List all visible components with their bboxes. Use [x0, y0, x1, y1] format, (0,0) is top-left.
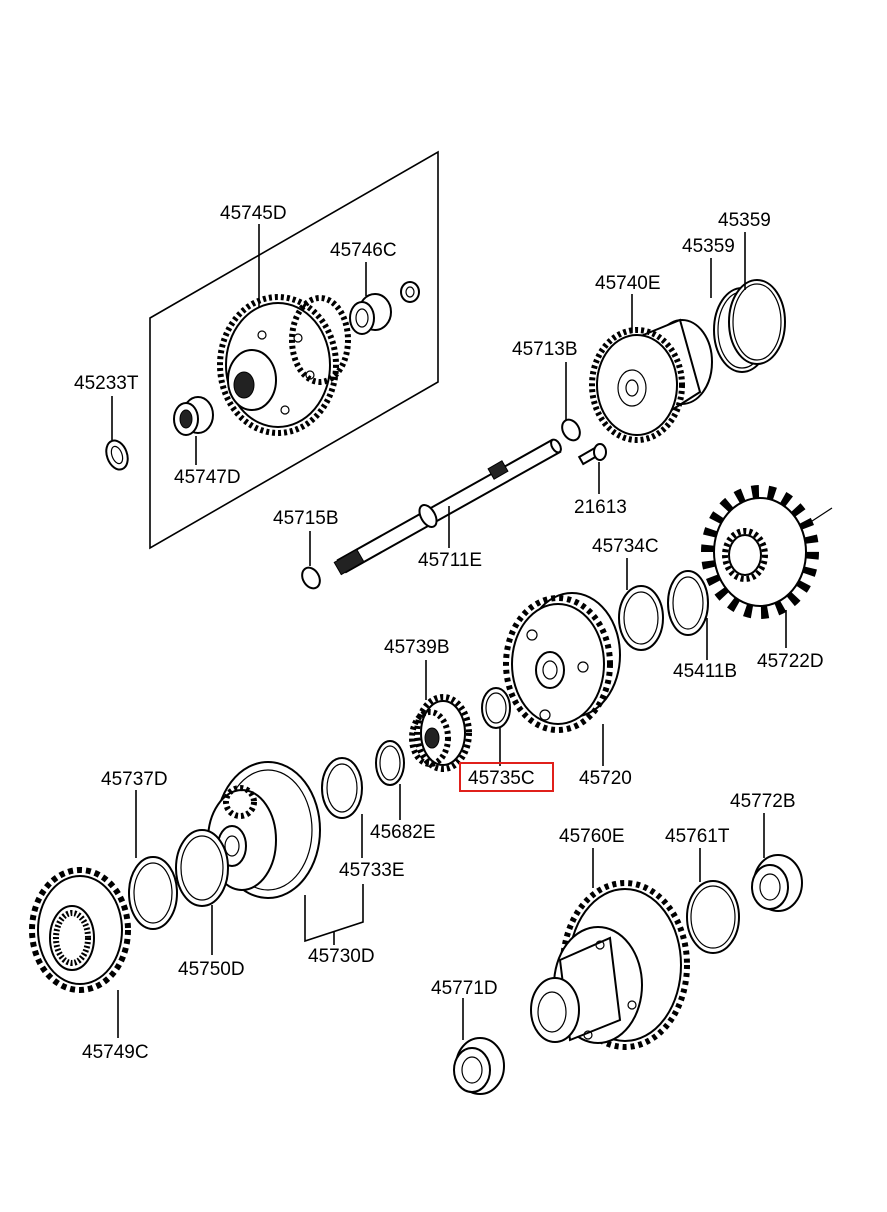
part-45747D-bearing	[173, 396, 214, 436]
part-45771D-seal	[453, 1037, 505, 1095]
label-45750D[interactable]: 45750D	[178, 959, 245, 980]
label-45747D[interactable]: 45747D	[174, 467, 241, 488]
part-45760E-differential	[530, 880, 690, 1050]
part-45749C-gear	[29, 867, 131, 993]
part-45746C-bearing	[349, 293, 392, 335]
part-45734C-inner	[623, 591, 659, 645]
part-45761T-inner	[690, 885, 736, 949]
part-45411B-washer	[667, 570, 709, 636]
part-45359-rings	[713, 279, 786, 373]
label-45359-b[interactable]: 45359	[682, 236, 735, 257]
label-45733E[interactable]: 45733E	[339, 860, 405, 881]
part-45735C-inner	[485, 692, 507, 724]
highlight-box	[459, 762, 554, 792]
part-45233T-washer	[105, 439, 129, 471]
label-45711E[interactable]: 45711E	[418, 550, 482, 571]
part-45761T-ring	[686, 880, 740, 954]
part-45772B-seal	[751, 854, 803, 912]
label-45411B[interactable]: 45411B	[673, 661, 737, 682]
label-45730D[interactable]: 45730D	[308, 946, 375, 967]
part-45733E-washer	[321, 757, 363, 819]
label-45715B[interactable]: 45715B	[273, 508, 339, 529]
label-45722D[interactable]: 45722D	[757, 651, 824, 672]
label-45760E[interactable]: 45760E	[559, 826, 625, 847]
part-45720-carrier	[503, 592, 621, 733]
label-45740E[interactable]: 45740E	[595, 273, 661, 294]
label-45359-a[interactable]: 45359	[718, 210, 771, 231]
label-45749C[interactable]: 45749C	[82, 1042, 149, 1063]
label-45682E[interactable]: 45682E	[370, 822, 436, 843]
part-45722D-sprocket	[701, 485, 833, 619]
label-21613[interactable]: 21613	[574, 497, 627, 518]
part-nut	[400, 281, 420, 303]
part-45713B-ring	[561, 418, 581, 442]
part-45733E-inner	[326, 763, 358, 813]
label-45746C[interactable]: 45746C	[330, 240, 397, 261]
label-45734C[interactable]: 45734C	[592, 536, 659, 557]
label-45771D[interactable]: 45771D	[431, 978, 498, 999]
label-45739B[interactable]: 45739B	[384, 637, 450, 658]
part-45745D-gear	[217, 294, 351, 436]
label-45713B[interactable]: 45713B	[512, 339, 578, 360]
assembly-outline-45745D	[149, 150, 439, 550]
label-45761T[interactable]: 45761T	[665, 826, 730, 847]
part-21613-bolt	[577, 443, 607, 466]
part-45411B-inner	[672, 576, 704, 630]
part-45715B-ring	[301, 566, 321, 590]
leader-lines	[111, 224, 787, 1040]
part-45739B-gear	[409, 694, 472, 772]
label-45772B[interactable]: 45772B	[730, 791, 796, 812]
part-45737D-inner	[133, 862, 173, 924]
part-45682E-inner	[379, 745, 401, 781]
label-45745D[interactable]: 45745D	[220, 203, 287, 224]
label-45720[interactable]: 45720	[579, 768, 632, 789]
label-45233T[interactable]: 45233T	[74, 373, 139, 394]
label-45735C[interactable]: 45735C	[468, 768, 535, 789]
part-45750D-inner	[180, 835, 224, 901]
part-45740E-drum	[589, 318, 713, 443]
label-45737D[interactable]: 45737D	[101, 769, 168, 790]
part-45750D-washer	[175, 829, 229, 907]
part-45734C-washer	[618, 585, 664, 651]
part-45737D-washer	[128, 856, 178, 930]
